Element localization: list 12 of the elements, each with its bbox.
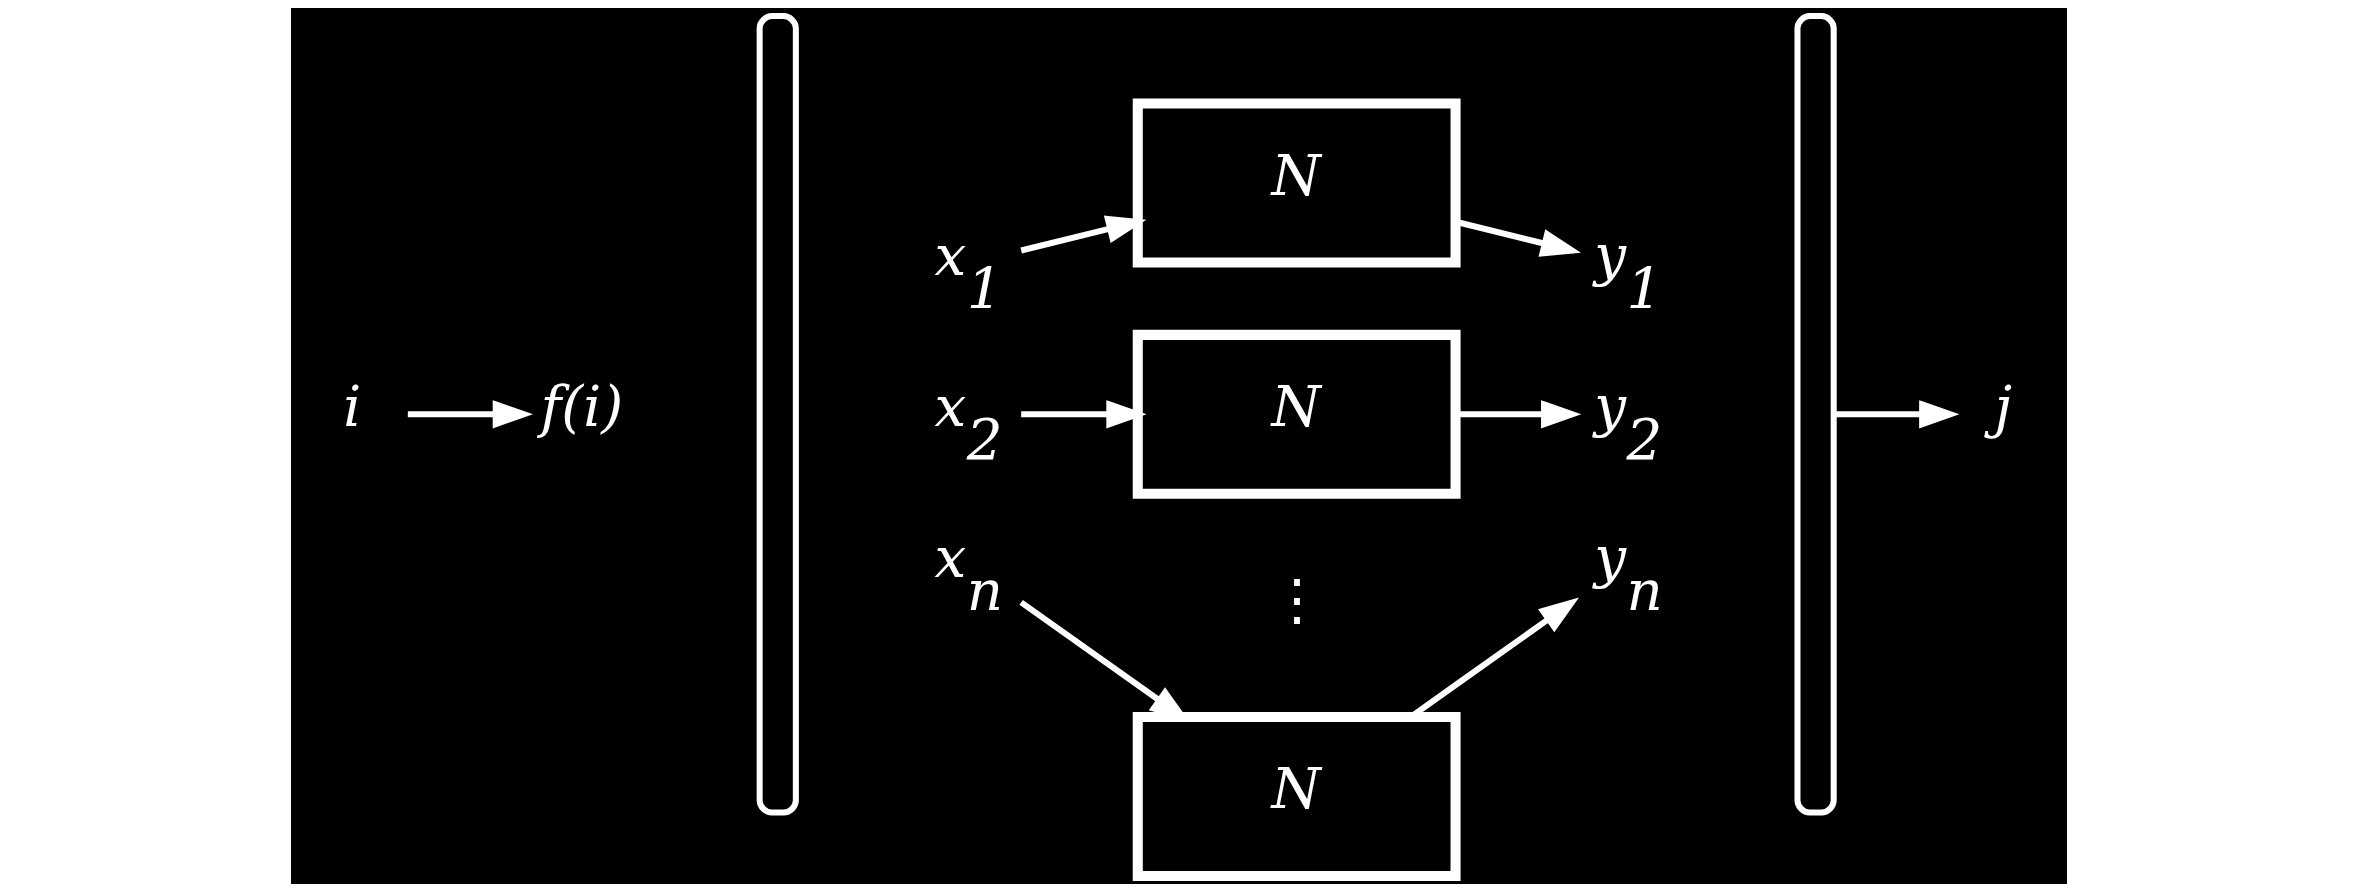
node-box: N xyxy=(1132,712,1461,881)
node-box: N xyxy=(1132,329,1461,499)
arrow xyxy=(1020,215,1147,254)
node-box: N xyxy=(1132,98,1461,268)
arrow xyxy=(1455,400,1582,429)
label: ⋮ xyxy=(1269,567,1326,633)
arrow xyxy=(407,400,533,429)
node-bracket xyxy=(756,13,799,816)
node-text: i xyxy=(343,374,362,440)
arrow xyxy=(1834,400,1960,429)
arrow xyxy=(1021,400,1147,429)
node-bracket xyxy=(1794,13,1837,816)
